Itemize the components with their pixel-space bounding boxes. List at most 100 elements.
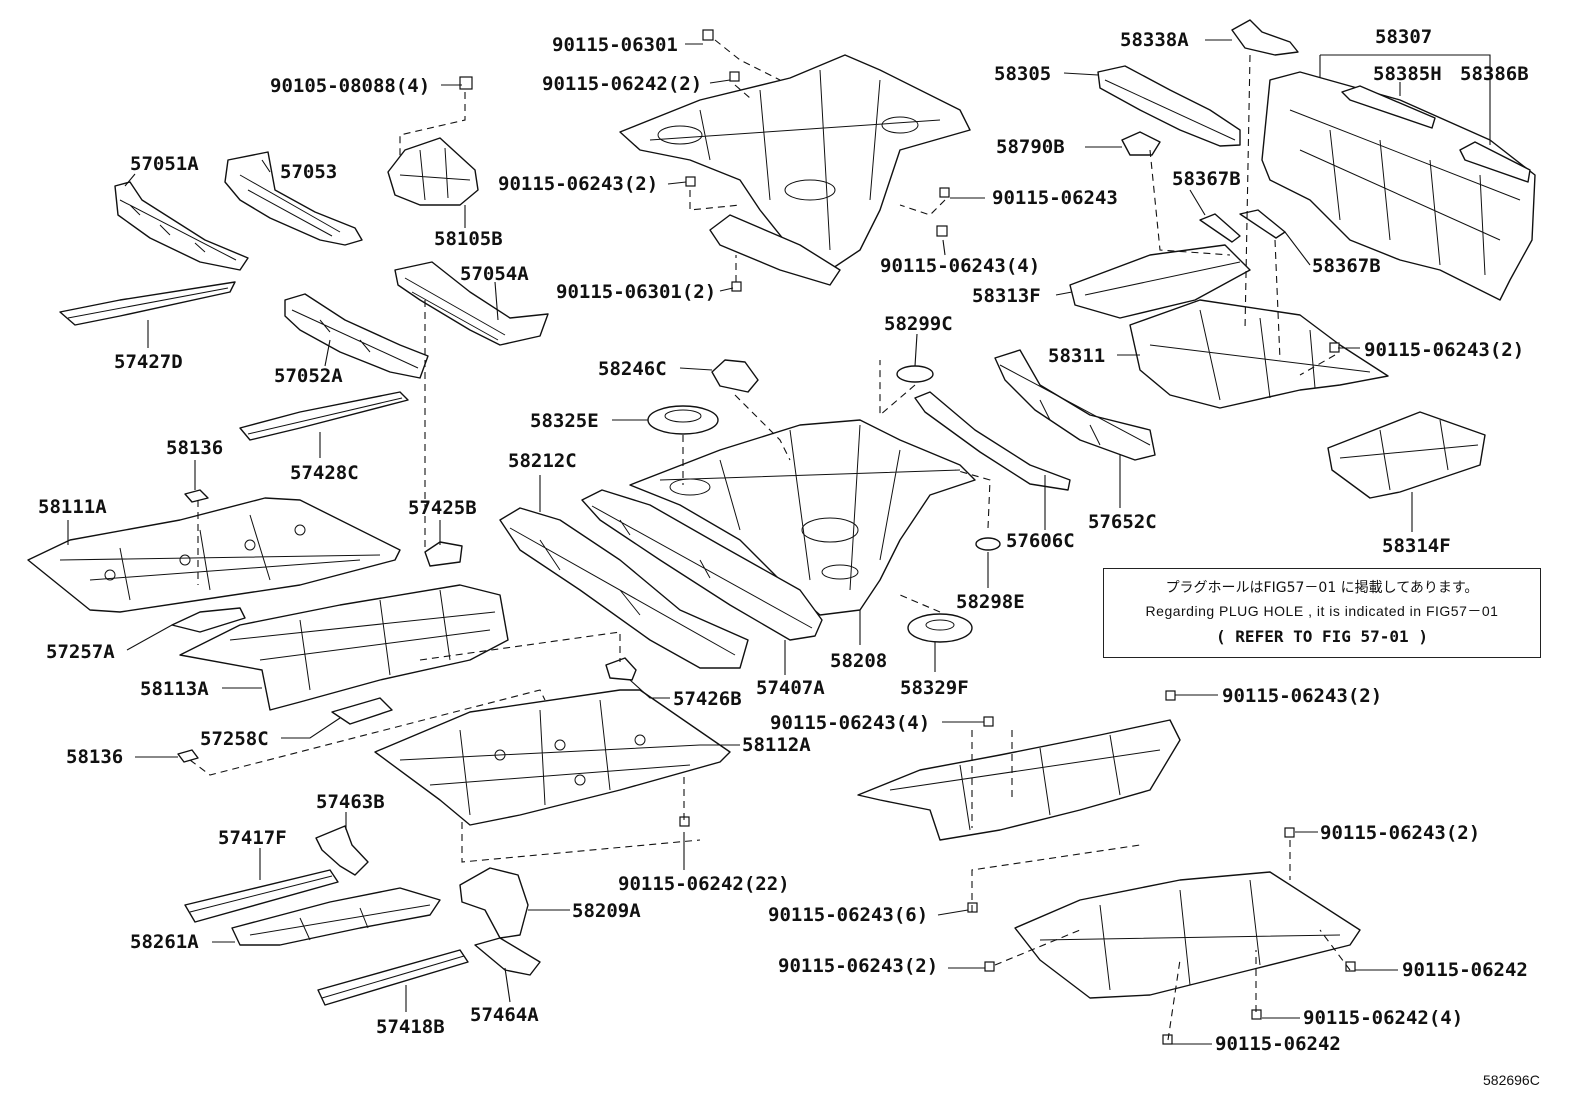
part-57417f-shape[interactable] [184,869,339,923]
part-58307-shape[interactable] [1261,71,1536,301]
part-58298e-shape[interactable] [975,537,1001,551]
part-58338a-shape[interactable] [1231,19,1299,56]
label-90115-06242-22[interactable]: 90115-06242(22) [618,873,790,895]
part-57425b-shape[interactable] [424,541,463,567]
part-58311-shape[interactable] [1129,299,1389,409]
part-57052a-shape[interactable] [284,293,429,379]
part-58367b-a-shape[interactable] [1199,213,1241,243]
label-57417f[interactable]: 57417F [218,827,287,849]
label-58314f[interactable]: 58314F [1382,535,1451,557]
label-58305[interactable]: 58305 [994,63,1051,85]
part-58113a-shape[interactable] [179,584,509,711]
part-58790b-shape[interactable] [1121,131,1161,156]
label-58209a[interactable]: 58209A [572,900,641,922]
label-57425b[interactable]: 57425B [408,497,477,519]
label-90115-06243-2[interactable]: 90115-06243(2) [498,173,658,195]
label-58329f[interactable]: 58329F [900,677,969,699]
part-57606c-shape[interactable] [914,391,1071,491]
label-57426b[interactable]: 57426B [673,688,742,710]
label-58307[interactable]: 58307 [1375,26,1432,48]
label-57428c[interactable]: 57428C [290,462,359,484]
part-right-floor-shape[interactable] [857,719,1181,841]
note-refer-link[interactable]: ( REFER TO FIG 57-01 ) [1216,627,1428,646]
label-90115-06243-2-d[interactable]: 90115-06243(2) [1320,822,1480,844]
part-58209a-shape[interactable] [459,867,529,939]
label-57606c[interactable]: 57606C [1006,530,1075,552]
label-58790b[interactable]: 58790B [996,136,1065,158]
part-57257a-shape[interactable] [171,607,246,633]
label-58313f[interactable]: 58313F [972,285,1041,307]
label-58113a[interactable]: 58113A [140,678,209,700]
label-58299c[interactable]: 58299C [884,313,953,335]
label-57052a[interactable]: 57052A [274,365,343,387]
label-58367b-a[interactable]: 58367B [1172,168,1241,190]
part-upper-tunnel-shape[interactable] [709,214,841,286]
label-58385h[interactable]: 58385H [1373,63,1442,85]
part-58246c-shape[interactable] [711,359,759,393]
label-90115-06243-6[interactable]: 90115-06243(6) [768,904,928,926]
label-90115-06242-b[interactable]: 90115-06242 [1215,1033,1341,1055]
label-57258c[interactable]: 57258C [200,728,269,750]
label-58298e[interactable]: 58298E [956,591,1025,613]
label-57257a[interactable]: 57257A [46,641,115,663]
part-upper-floor-shape[interactable] [619,54,971,271]
label-90115-06242-4[interactable]: 90115-06242(4) [1303,1007,1463,1029]
part-57426b-shape[interactable] [605,657,637,681]
label-58212c[interactable]: 58212C [508,450,577,472]
label-90115-06243-4[interactable]: 90115-06243(4) [880,255,1040,277]
part-58136-b-shape[interactable] [177,749,199,763]
part-58212c-shape[interactable] [499,507,749,669]
part-58208-shape[interactable] [629,419,976,616]
label-58111a[interactable]: 58111A [38,496,107,518]
label-90115-06243-2-e[interactable]: 90115-06243(2) [778,955,938,977]
part-57051a-shape[interactable] [114,181,249,271]
label-58136-b[interactable]: 58136 [66,746,123,768]
label-58311[interactable]: 58311 [1048,345,1105,367]
label-58367b-b[interactable]: 58367B [1312,255,1381,277]
part-58305-shape[interactable] [1097,65,1241,147]
label-58136-a[interactable]: 58136 [166,437,223,459]
part-58105b-shape[interactable] [387,137,479,206]
part-58111a-shape[interactable] [27,497,401,613]
part-57053-shape[interactable] [224,151,363,246]
label-90115-06301-2[interactable]: 90115-06301(2) [556,281,716,303]
label-58208[interactable]: 58208 [830,650,887,672]
label-90115-06243-4-b[interactable]: 90115-06243(4) [770,712,930,734]
label-57418b[interactable]: 57418B [376,1016,445,1038]
label-57464a[interactable]: 57464A [470,1004,539,1026]
part-57652c-shape[interactable] [994,349,1156,461]
part-right-lowest-floor-shape[interactable] [1014,871,1361,999]
part-57258c-shape[interactable] [331,697,393,725]
part-58313f-shape[interactable] [1069,244,1251,319]
label-57051a[interactable]: 57051A [130,153,199,175]
label-57407a[interactable]: 57407A [756,677,825,699]
label-90115-06301[interactable]: 90115-06301 [552,34,678,56]
label-57427d[interactable]: 57427D [114,351,183,373]
label-58338a[interactable]: 58338A [1120,29,1189,51]
label-57652c[interactable]: 57652C [1088,511,1157,533]
part-57464a-shape[interactable] [474,937,541,976]
label-90115-06243[interactable]: 90115-06243 [992,187,1118,209]
label-90115-06242-a[interactable]: 90115-06242 [1402,959,1528,981]
part-58112a-shape[interactable] [374,689,731,826]
part-58299c-shape[interactable] [896,365,934,383]
label-57463b[interactable]: 57463B [316,791,385,813]
part-57463b-shape[interactable] [315,825,369,876]
label-58105b[interactable]: 58105B [434,228,503,250]
label-58112a[interactable]: 58112A [742,734,811,756]
label-90115-06243-2-b[interactable]: 90115-06243(2) [1364,339,1524,361]
part-58136-a-shape[interactable] [184,489,209,503]
label-57054a[interactable]: 57054A [460,263,529,285]
label-90115-06243-2-c[interactable]: 90115-06243(2) [1222,685,1382,707]
label-58386b[interactable]: 58386B [1460,63,1529,85]
part-57407a-shape[interactable] [581,489,823,641]
label-90105-08088-4[interactable]: 90105-08088(4) [270,75,430,97]
part-58329f-shape[interactable] [907,613,973,643]
part-57054a-shape[interactable] [394,261,549,346]
part-58261a-shape[interactable] [231,887,441,946]
label-58246c[interactable]: 58246C [598,358,667,380]
label-90115-06242-2[interactable]: 90115-06242(2) [542,73,702,95]
part-58386b-shape[interactable] [1459,141,1531,183]
label-57053[interactable]: 57053 [280,161,337,183]
label-58325e[interactable]: 58325E [530,410,599,432]
